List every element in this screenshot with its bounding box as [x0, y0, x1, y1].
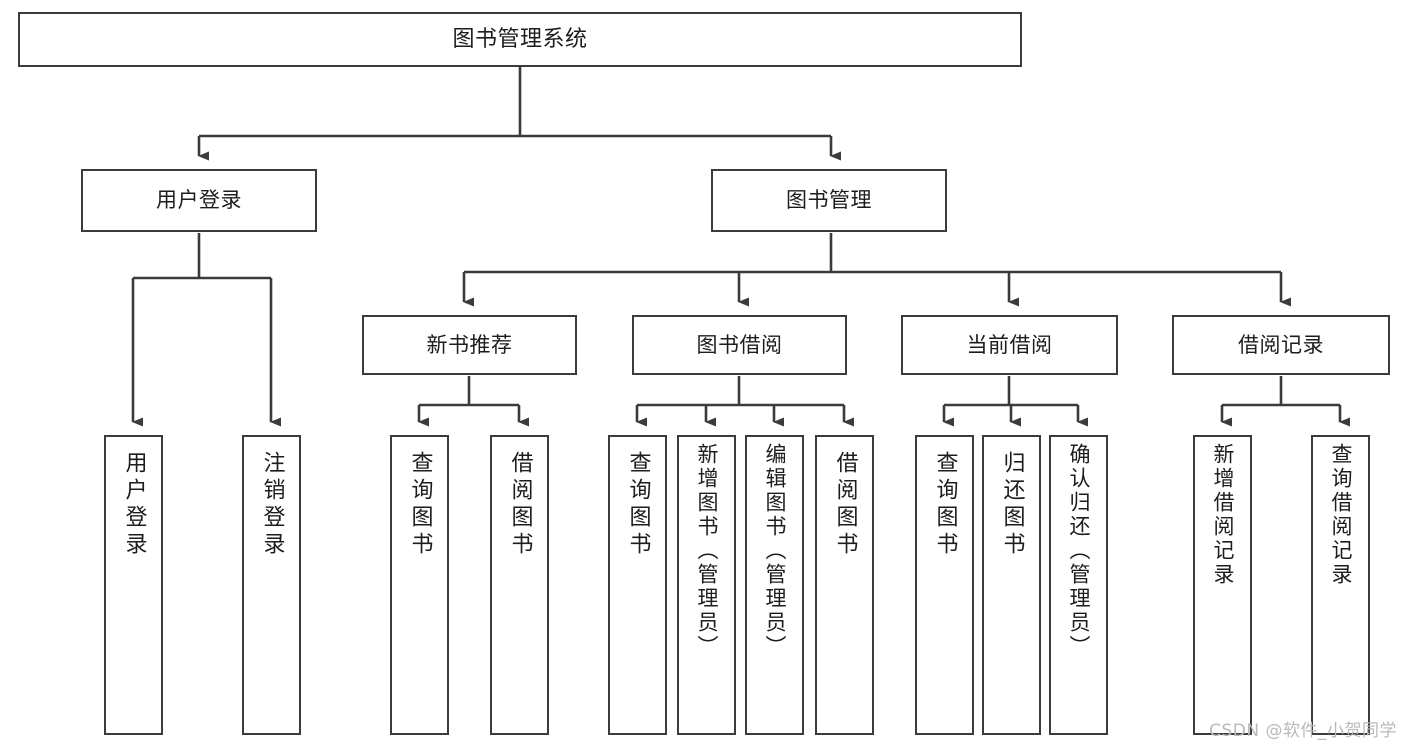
node-root-book-management-system[interactable]: 图书管理系统 — [18, 12, 1022, 67]
node-label: 用户登录 — [156, 188, 242, 213]
node-label: 新书推荐 — [426, 332, 513, 357]
watermark: CSDN @软件_小贺同学 — [1209, 721, 1397, 741]
node-label: 图书管理 — [786, 188, 872, 213]
node-borrow-record[interactable]: 借阅记录 — [1172, 315, 1390, 375]
node-leaf-book-borrow-add[interactable]: 新增图书（管理员） — [677, 435, 736, 735]
node-label: 新增图书（管理员） — [695, 443, 719, 659]
node-leaf-current-borrow-query[interactable]: 查询图书 — [915, 435, 974, 735]
node-book-management[interactable]: 图书管理 — [711, 169, 947, 232]
node-label: 当前借阅 — [966, 332, 1053, 357]
node-label: 借阅图书 — [507, 451, 533, 559]
node-label: 用户登录 — [121, 451, 147, 559]
node-leaf-new-book-query[interactable]: 查询图书 — [390, 435, 449, 735]
node-leaf-current-borrow-confirm[interactable]: 确认归还（管理员） — [1049, 435, 1108, 735]
node-user-login[interactable]: 用户登录 — [81, 169, 317, 232]
node-leaf-user-login-login[interactable]: 用户登录 — [104, 435, 163, 735]
node-label: 编辑图书（管理员） — [763, 443, 787, 659]
node-label: 借阅记录 — [1238, 332, 1324, 357]
node-label: 查询借阅记录 — [1329, 443, 1353, 587]
node-leaf-current-borrow-return[interactable]: 归还图书 — [982, 435, 1041, 735]
node-leaf-borrow-record-query[interactable]: 查询借阅记录 — [1311, 435, 1370, 735]
node-leaf-book-borrow-borrow[interactable]: 借阅图书 — [815, 435, 874, 735]
node-leaf-book-borrow-edit[interactable]: 编辑图书（管理员） — [745, 435, 804, 735]
node-current-borrow[interactable]: 当前借阅 — [901, 315, 1118, 375]
node-label: 查询图书 — [625, 451, 651, 559]
node-label: 查询图书 — [932, 451, 958, 559]
node-label: 新增借阅记录 — [1211, 443, 1235, 587]
node-new-book-recommend[interactable]: 新书推荐 — [362, 315, 577, 375]
node-label: 归还图书 — [999, 451, 1025, 559]
node-label: 查询图书 — [407, 451, 433, 559]
node-book-borrow[interactable]: 图书借阅 — [632, 315, 847, 375]
node-label: 注销登录 — [259, 451, 285, 559]
node-label: 确认归还（管理员） — [1067, 443, 1091, 659]
node-leaf-new-book-borrow[interactable]: 借阅图书 — [490, 435, 549, 735]
node-label: 借阅图书 — [832, 451, 858, 559]
node-leaf-borrow-record-add[interactable]: 新增借阅记录 — [1193, 435, 1252, 735]
node-leaf-user-login-logout[interactable]: 注销登录 — [242, 435, 301, 735]
node-leaf-book-borrow-query[interactable]: 查询图书 — [608, 435, 667, 735]
node-label: 图书管理系统 — [452, 26, 588, 52]
node-label: 图书借阅 — [696, 332, 783, 357]
